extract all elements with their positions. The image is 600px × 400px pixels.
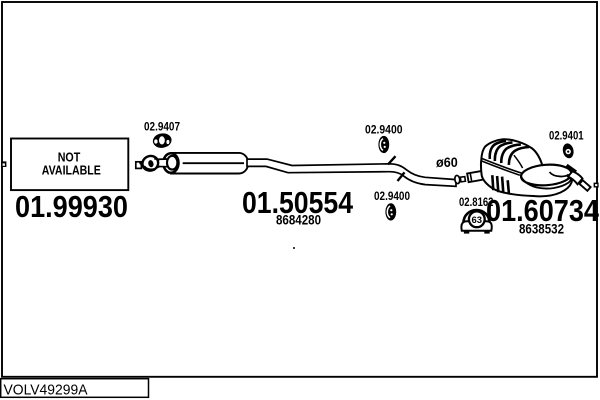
svg-text:8684280: 8684280 <box>276 213 321 228</box>
svg-text:63: 63 <box>472 215 483 226</box>
svg-text:NOT: NOT <box>58 150 81 165</box>
svg-text:01.50554: 01.50554 <box>242 186 353 220</box>
svg-text:02.8162: 02.8162 <box>459 196 494 209</box>
svg-text:01.60734: 01.60734 <box>486 194 599 228</box>
svg-text:AVAILABLE: AVAILABLE <box>42 163 101 178</box>
svg-text:02.9400: 02.9400 <box>374 190 410 203</box>
svg-text:02.9401: 02.9401 <box>549 129 584 142</box>
svg-text:01.99930: 01.99930 <box>15 190 128 224</box>
svg-text:ø60: ø60 <box>436 155 458 170</box>
svg-text:8638532: 8638532 <box>519 221 564 236</box>
svg-text:VOLV49299A: VOLV49299A <box>4 383 88 399</box>
svg-text:02.9400: 02.9400 <box>365 124 403 137</box>
svg-text:02.9407: 02.9407 <box>144 120 180 133</box>
